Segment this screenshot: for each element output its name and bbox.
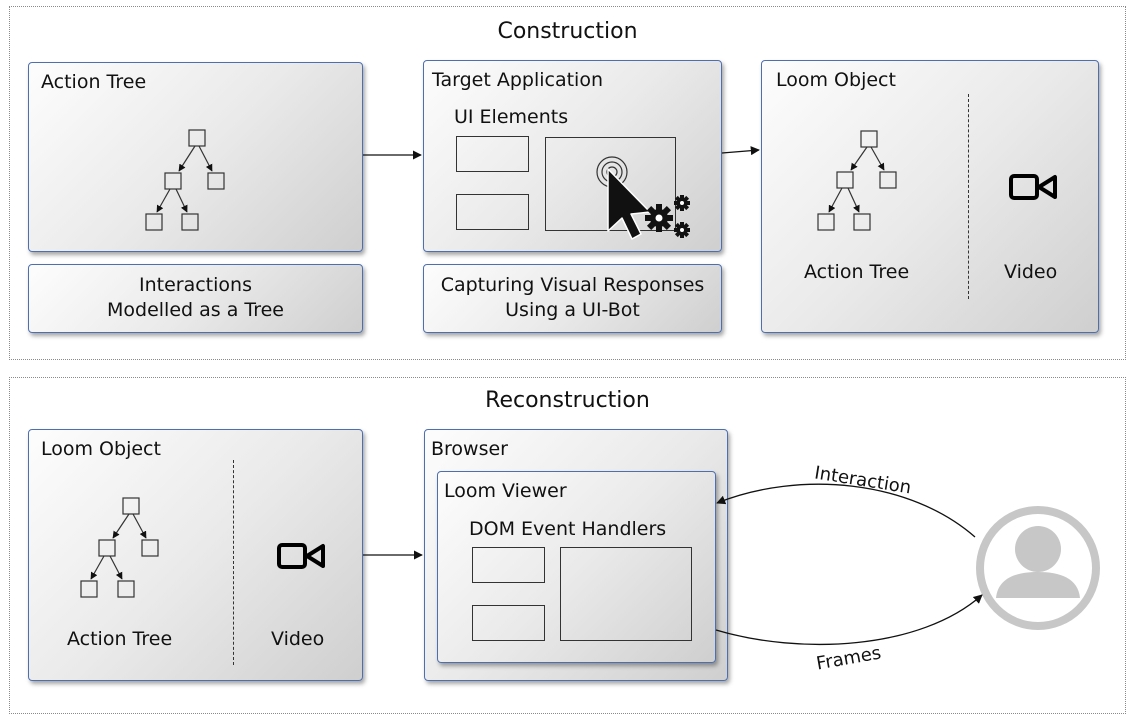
- loom-object-box-reconstruction: Loom Object Action Tree Video: [28, 429, 363, 681]
- target-application-caption-line2: Using a UI-Bot: [505, 299, 640, 321]
- ui-element-small-2: [472, 605, 545, 641]
- target-application-caption-box: Capturing Visual Responses Using a UI-Bo…: [423, 264, 722, 333]
- target-application-caption-line1: Capturing Visual Responses: [440, 274, 705, 296]
- action-tree-caption-line2: Modelled as a Tree: [107, 299, 284, 321]
- tree-icon: [145, 129, 225, 231]
- divider-dashed: [968, 94, 969, 299]
- action-tree-caption-box: Interactions Modelled as a Tree: [28, 264, 363, 333]
- loom-object-title-reconstruction: Loom Object: [41, 438, 161, 460]
- loom-object-video-label-reconstruction: Video: [271, 628, 325, 650]
- ui-element-small-1: [472, 547, 545, 583]
- action-tree-caption-line1: Interactions: [139, 274, 252, 296]
- loom-viewer-title: Loom Viewer: [444, 480, 567, 502]
- ui-element-small-2: [456, 194, 529, 230]
- construction-section: Construction: [9, 6, 1126, 360]
- ui-element-large: [545, 137, 676, 231]
- reconstruction-section: Reconstruction: [9, 377, 1126, 714]
- loom-viewer-box: Loom Viewer DOM Event Handlers: [437, 471, 716, 663]
- loom-object-title-construction: Loom Object: [776, 69, 896, 91]
- loom-object-tree-label-construction: Action Tree: [804, 261, 910, 283]
- reconstruction-title: Reconstruction: [485, 388, 650, 413]
- tree-icon: [80, 497, 159, 598]
- video-camera-icon: [1009, 174, 1057, 200]
- ui-element-large: [560, 547, 692, 641]
- dom-event-handlers-label: DOM Event Handlers: [469, 518, 667, 540]
- construction-title: Construction: [497, 19, 638, 44]
- browser-title: Browser: [431, 438, 508, 460]
- loom-object-tree-label-reconstruction: Action Tree: [67, 628, 173, 650]
- action-tree-box: Action Tree: [28, 62, 363, 252]
- loom-object-video-label-construction: Video: [1004, 261, 1058, 283]
- tree-icon: [817, 130, 897, 231]
- ui-element-small-1: [456, 136, 529, 172]
- loom-object-box-construction: Loom Object Action Tree Video: [761, 60, 1099, 333]
- gears-icon: [645, 195, 690, 238]
- action-tree-title: Action Tree: [41, 71, 147, 93]
- browser-box: Browser Loom Viewer DOM Event Handlers: [424, 429, 728, 681]
- ui-elements-label: UI Elements: [454, 106, 569, 128]
- video-camera-icon: [277, 543, 325, 569]
- target-application-title: Target Application: [432, 69, 603, 91]
- divider-dashed: [233, 460, 234, 665]
- cursor-icon: [607, 168, 651, 240]
- target-application-box: Target Application UI Elements: [423, 60, 722, 252]
